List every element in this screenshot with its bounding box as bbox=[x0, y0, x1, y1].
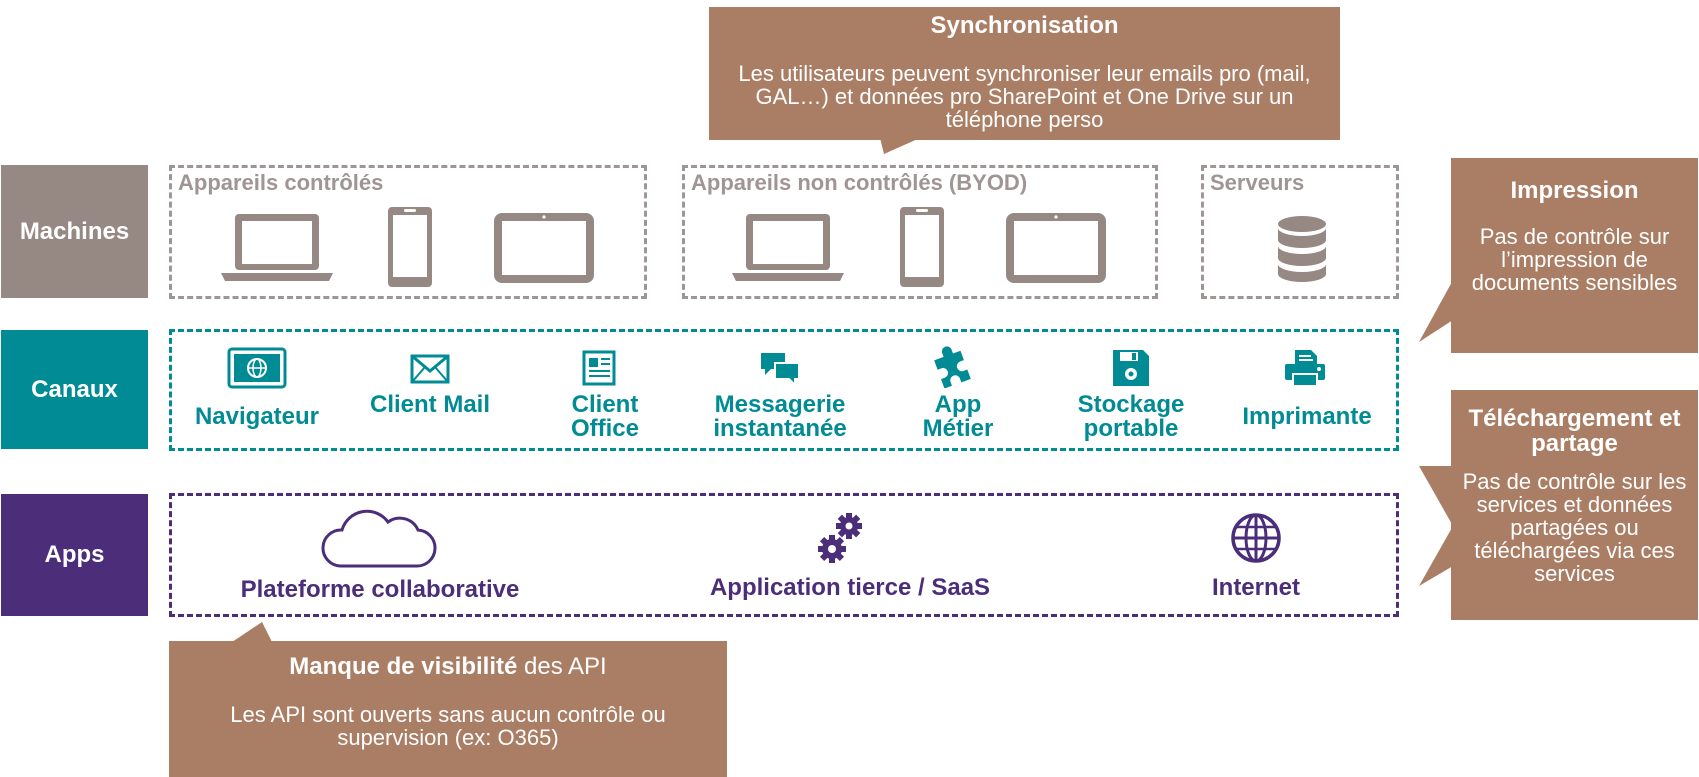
channel-stockage-portable: Stockage portable bbox=[1077, 391, 1185, 442]
category-canaux-label: Canaux bbox=[31, 375, 118, 403]
callout-download-pointer bbox=[1419, 466, 1453, 586]
app-internet: Internet bbox=[1211, 574, 1300, 601]
callout-api-text: Les API sont ouverts sans aucun contrôle… bbox=[230, 702, 666, 750]
office-document-icon bbox=[582, 350, 616, 386]
tablet-icon bbox=[1004, 211, 1108, 285]
channel-messagerie: Messagerie instantanée bbox=[713, 391, 847, 442]
puzzle-icon bbox=[934, 346, 974, 388]
laptop-icon bbox=[219, 211, 335, 283]
servers-label: Serveurs bbox=[1210, 170, 1305, 195]
channels-group bbox=[169, 329, 1399, 451]
app-application-tierce-saas: Application tierce / SaaS bbox=[709, 574, 991, 601]
callout-sync-pointer bbox=[880, 138, 920, 154]
byod-devices-group: Appareils non contrôlés (BYOD) bbox=[682, 165, 1158, 299]
controlled-devices-group: Appareils contrôlés bbox=[169, 165, 647, 299]
app-plateforme-collaborative: Plateforme collaborative bbox=[240, 576, 520, 603]
mail-icon bbox=[410, 354, 450, 384]
channel-navigateur: Navigateur bbox=[194, 403, 320, 430]
apps-group bbox=[169, 493, 1399, 617]
callout-download-title: Téléchargement et partage bbox=[1468, 405, 1681, 457]
callout-api-pointer bbox=[232, 622, 272, 642]
laptop-icon bbox=[730, 211, 846, 283]
phone-icon bbox=[898, 206, 946, 288]
callout-print-title: Impression bbox=[1510, 177, 1639, 204]
servers-group: Serveurs bbox=[1201, 165, 1399, 299]
callout-impression: Impression Pas de contrôle sur l’impress… bbox=[1451, 158, 1698, 353]
gears-icon bbox=[816, 511, 868, 565]
cloud-icon bbox=[318, 508, 438, 570]
callout-synchronisation: Synchronisation Les utilisateurs peuvent… bbox=[709, 7, 1340, 140]
globe-icon bbox=[1230, 512, 1282, 564]
printer-icon bbox=[1283, 348, 1327, 388]
category-apps: Apps bbox=[1, 494, 148, 616]
callout-telechargement: Téléchargement et partage Pas de contrôl… bbox=[1451, 390, 1698, 620]
database-server-icon bbox=[1274, 215, 1330, 283]
channel-imprimante: Imprimante bbox=[1242, 403, 1372, 430]
chat-bubbles-icon bbox=[759, 351, 801, 387]
callout-print-pointer bbox=[1419, 280, 1453, 342]
callout-sync-text: Les utilisateurs peuvent synchroniser le… bbox=[738, 61, 1311, 132]
category-apps-label: Apps bbox=[44, 541, 105, 568]
callout-api: Manque de visibilité des API Les API son… bbox=[169, 641, 727, 777]
floppy-disk-icon bbox=[1111, 348, 1151, 388]
callout-api-heading: Manque de visibilité des API bbox=[169, 654, 727, 679]
channel-app-metier: App Métier bbox=[922, 391, 994, 442]
tablet-icon bbox=[492, 211, 596, 285]
controlled-devices-label: Appareils contrôlés bbox=[178, 170, 384, 195]
category-machines-label: Machines bbox=[19, 217, 130, 245]
phone-icon bbox=[386, 206, 434, 288]
callout-api-title: Manque de visibilité bbox=[289, 653, 518, 680]
byod-devices-label: Appareils non contrôlés (BYOD) bbox=[691, 170, 1028, 195]
category-canaux: Canaux bbox=[1, 330, 148, 449]
callout-download-text: Pas de contrôle sur les services et donn… bbox=[1462, 469, 1687, 586]
channel-client-office: Client Office bbox=[570, 391, 639, 442]
category-machines: Machines bbox=[1, 165, 148, 298]
callout-api-title-suffix: des API bbox=[517, 653, 607, 680]
callout-sync-title: Synchronisation bbox=[930, 12, 1119, 39]
channel-client-mail: Client Mail bbox=[369, 391, 490, 418]
browser-icon bbox=[227, 347, 287, 389]
callout-print-text: Pas de contrôle sur l’impression de docu… bbox=[1471, 224, 1678, 295]
